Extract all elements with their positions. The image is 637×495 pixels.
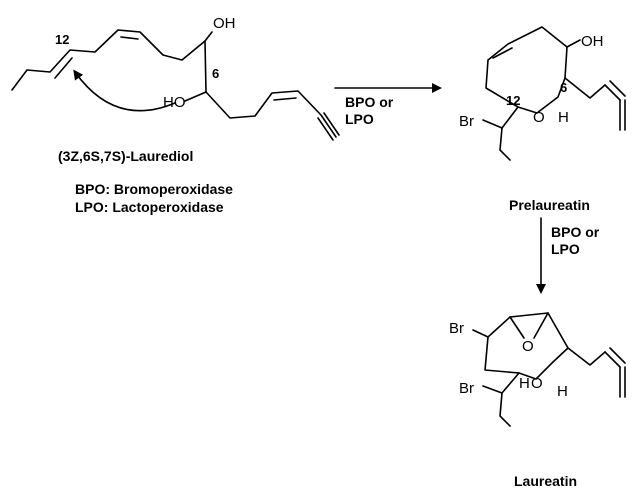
- prelaureatin-locant-6: 6: [560, 80, 567, 95]
- step1-conditions-line1: BPO or: [345, 94, 394, 110]
- laurediol-locant-6: 6: [212, 66, 219, 81]
- laureatin-structure: Br O O H H Br: [449, 312, 626, 427]
- step2-conditions-line2: LPO: [551, 241, 580, 257]
- laurediol-chain-bonds: [11, 29, 340, 141]
- legend-lpo: LPO: Lactoperoxidase: [75, 199, 224, 215]
- laureatin-h-left-label: H: [519, 375, 530, 392]
- legend-bpo: BPO: Bromoperoxidase: [75, 181, 233, 197]
- prelaureatin-structure: OH O H Br 12 6: [459, 26, 626, 161]
- laureatin-name: Laureatin: [514, 473, 577, 489]
- step2-conditions-line1: BPO or: [551, 224, 600, 240]
- laureatin-ring-o-label: O: [531, 375, 543, 392]
- laurediol-locant-12: 12: [55, 32, 69, 47]
- prelaureatin-ring-o-label: O: [533, 109, 545, 126]
- prelaureatin-name: Prelaureatin: [509, 197, 590, 213]
- prelaureatin-h-label: H: [558, 109, 569, 126]
- laureatin-br-bottom-label: Br: [459, 380, 474, 397]
- step1-conditions-line2: LPO: [345, 111, 374, 127]
- prelaureatin-oh-label: OH: [581, 33, 604, 50]
- laurediol-structure: OH HO 12 6: [11, 15, 340, 141]
- laureatin-br-top-label: Br: [449, 320, 464, 337]
- curved-attack-arrow: [73, 69, 176, 112]
- laurediol-oh-label: OH: [213, 15, 236, 32]
- laureatin-h-right-label: H: [557, 383, 568, 400]
- prelaureatin-br-label: Br: [459, 113, 474, 130]
- laurediol-name: (3Z,6S,7S)-Laurediol: [58, 148, 193, 164]
- laureatin-bridge-o-label: O: [522, 338, 534, 355]
- prelaureatin-locant-12: 12: [506, 93, 520, 108]
